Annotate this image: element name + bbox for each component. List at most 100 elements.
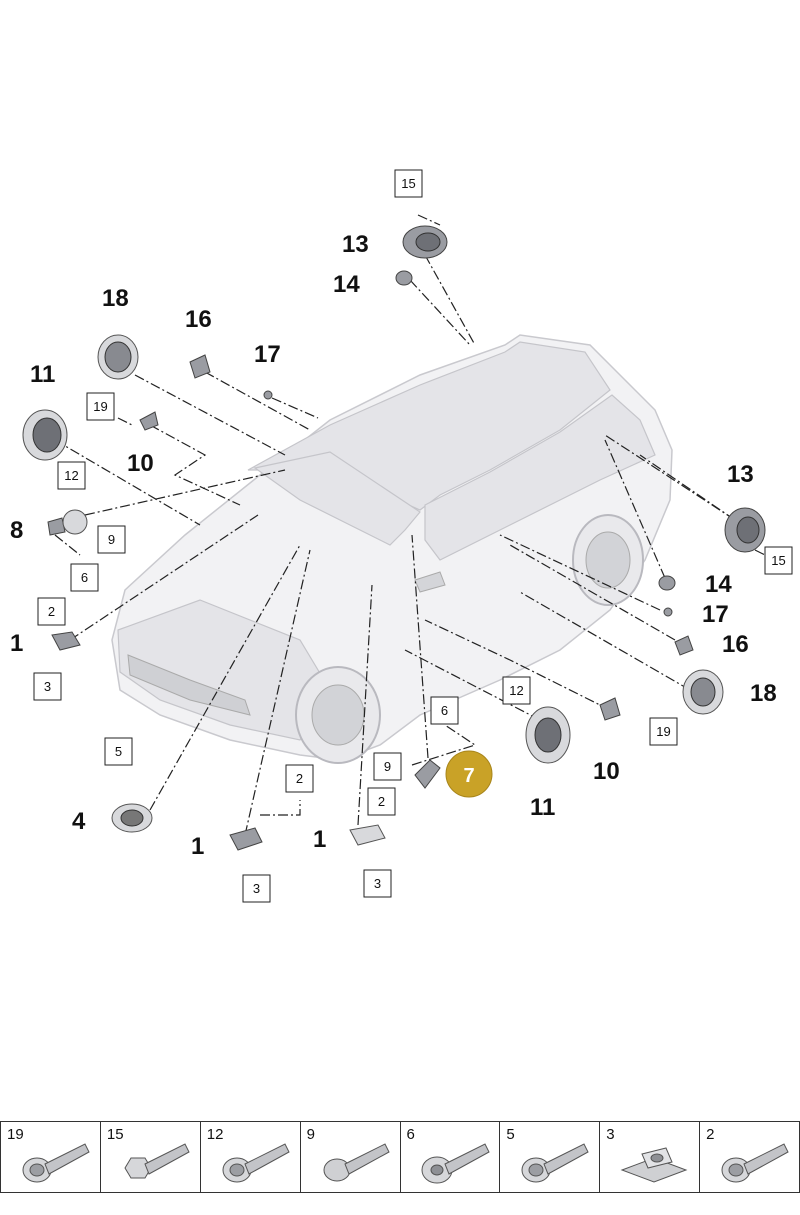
speaker-11-left[interactable] [22, 409, 68, 461]
clip-nut-icon [620, 1147, 688, 1183]
fastener-cell-3[interactable]: 3 [599, 1122, 699, 1192]
sensor-17-left[interactable] [263, 390, 273, 400]
svg-text:5: 5 [115, 744, 122, 759]
box-3-left: 3 [33, 672, 62, 701]
box-2-bottom-center: 2 [367, 787, 396, 816]
speaker-4[interactable] [111, 803, 153, 833]
sensor-17-right[interactable] [663, 607, 673, 617]
speaker-11-right[interactable] [525, 706, 571, 764]
fastener-cell-2[interactable]: 2 [699, 1122, 800, 1192]
box-19-right: 19 [649, 717, 678, 746]
amplifier-1-left[interactable] [51, 631, 81, 651]
speaker-8[interactable] [47, 509, 88, 536]
box-12-left: 12 [57, 461, 86, 490]
callout-10-left: 10 [127, 450, 154, 477]
callout-numbers: 13 14 18 16 17 11 10 8 1 4 1 1 13 14 17 … [10, 231, 777, 860]
highlight-label: 7 [463, 765, 474, 787]
svg-text:15: 15 [401, 176, 415, 191]
fastener-legend: 19 15 12 9 6 5 3 2 [0, 1121, 800, 1193]
vehicle-illustration [111, 334, 673, 764]
callout-18-right: 18 [750, 680, 777, 707]
fastener-cell-19[interactable]: 19 [0, 1122, 100, 1192]
fastener-cell-6[interactable]: 6 [399, 1122, 500, 1192]
flange-bolt-icon [22, 1143, 90, 1183]
svg-text:2: 2 [378, 794, 385, 809]
flange-bolt-icon [521, 1143, 590, 1183]
box-15-top: 15 [394, 169, 423, 198]
callout-18-left: 18 [102, 285, 129, 312]
box-3-bottom-left: 3 [242, 874, 271, 903]
callout-11-left: 11 [30, 361, 55, 388]
callout-11-right: 11 [530, 794, 555, 821]
svg-text:3: 3 [253, 881, 260, 896]
fastener-label: 3 [606, 1126, 615, 1143]
fastener-cell-9[interactable]: 9 [299, 1122, 400, 1192]
amplifier-1-bottom-left[interactable] [229, 827, 263, 851]
callout-1-left: 1 [10, 630, 23, 657]
box-19-left: 19 [86, 392, 115, 421]
fastener-label: 15 [106, 1126, 124, 1143]
parts [22, 225, 766, 851]
fastener-label: 6 [406, 1126, 415, 1143]
svg-text:19: 19 [93, 399, 107, 414]
svg-text:3: 3 [374, 876, 381, 891]
box-15-right: 15 [764, 546, 793, 575]
tweeter-10-left[interactable] [139, 411, 159, 431]
callout-13-top: 13 [342, 231, 369, 258]
flange-bolt-icon [222, 1143, 290, 1183]
module-1-bottom-center[interactable] [349, 824, 386, 846]
fastener-label: 19 [7, 1126, 24, 1143]
tweeter-14-top[interactable] [395, 270, 413, 286]
fastener-label: 12 [206, 1126, 224, 1143]
pan-head-screw-icon [323, 1143, 390, 1182]
box-6-left: 6 [70, 563, 99, 592]
fastener-cell-15[interactable]: 15 [99, 1122, 200, 1192]
callout-14-top: 14 [333, 271, 360, 298]
box-3-bottom-center: 3 [363, 869, 392, 898]
highlight-circle[interactable] [445, 750, 493, 798]
box-2-bottom-left: 2 [285, 764, 314, 793]
fastener-label: 5 [506, 1126, 515, 1143]
box-5: 5 [104, 737, 133, 766]
svg-text:15: 15 [771, 553, 785, 568]
tweeter-14-right[interactable] [658, 575, 676, 591]
callout-1-bottom-center: 1 [313, 826, 326, 853]
box-12-right: 12 [502, 676, 531, 705]
box-9-center: 9 [373, 752, 402, 781]
speaker-16-right[interactable] [674, 635, 694, 656]
boxed-references: 15 19 12 9 6 2 3 5 2 3 2 3 6 9 12 19 15 [33, 169, 793, 903]
fastener-cell-12[interactable]: 12 [199, 1122, 300, 1192]
svg-text:19: 19 [656, 724, 670, 739]
fastener-label: 9 [306, 1126, 315, 1143]
speaker-18-left[interactable] [97, 334, 139, 380]
svg-text:12: 12 [64, 468, 78, 483]
speaker-13-right[interactable] [724, 507, 766, 553]
fastener-cell-5[interactable]: 5 [499, 1122, 599, 1192]
hex-flange-bolt-icon [124, 1143, 190, 1179]
callout-10-right: 10 [593, 758, 620, 785]
svg-text:2: 2 [296, 771, 303, 786]
svg-text:6: 6 [81, 570, 88, 585]
callout-16-right: 16 [722, 631, 749, 658]
svg-text:9: 9 [108, 532, 115, 547]
tweeter-10-right[interactable] [599, 697, 621, 721]
box-6-center: 6 [430, 696, 459, 725]
callout-1-bottom-left: 1 [191, 833, 204, 860]
speaker-16-left[interactable] [189, 354, 211, 379]
svg-text:2: 2 [48, 604, 55, 619]
speaker-13-top[interactable] [402, 225, 448, 259]
speaker-18-right[interactable] [682, 669, 724, 715]
bracket-center[interactable] [414, 759, 441, 789]
box-9-left: 9 [97, 525, 126, 554]
callout-17-right: 17 [702, 601, 729, 628]
flange-bolt-icon [721, 1143, 789, 1183]
svg-text:3: 3 [44, 679, 51, 694]
fastener-label: 2 [706, 1126, 715, 1143]
svg-text:12: 12 [509, 683, 523, 698]
callout-13-right: 13 [727, 461, 754, 488]
callout-8: 8 [10, 517, 23, 544]
part-7-highlight-button[interactable]: 7 [445, 750, 493, 798]
callout-17-left: 17 [254, 341, 281, 368]
callout-16-left: 16 [185, 306, 212, 333]
